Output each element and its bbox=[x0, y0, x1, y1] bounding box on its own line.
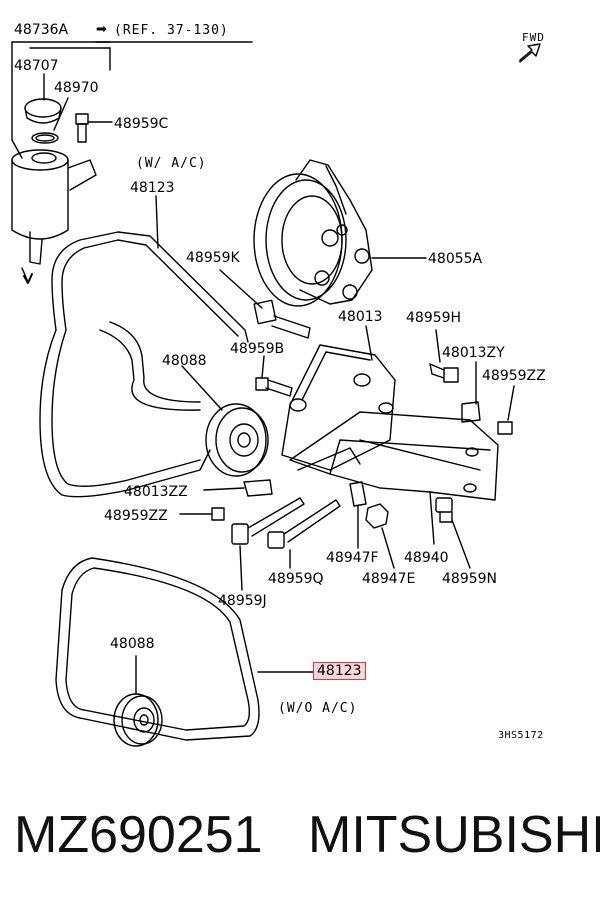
label-48970: 48970 bbox=[54, 80, 99, 96]
label-48947F: 48947F bbox=[326, 550, 379, 566]
label-48123-top: 48123 bbox=[130, 180, 175, 196]
bolt-48959ZZ-left bbox=[179, 507, 225, 521]
brand-name: MITSUBISHI bbox=[308, 806, 600, 864]
bolt-48959N bbox=[435, 497, 471, 569]
bracket-48013 bbox=[281, 325, 396, 471]
idler-pulley-lower bbox=[113, 655, 163, 747]
label-with-ac: (W/ A/C) bbox=[136, 156, 207, 171]
parts-diagram bbox=[11, 41, 541, 747]
belt-without-ac bbox=[55, 557, 317, 741]
label-without-ac: (W/O A/C) bbox=[278, 701, 358, 716]
label-48947E: 48947E bbox=[362, 571, 416, 587]
bracket-48013ZZ bbox=[203, 479, 273, 497]
fwd-arrow-icon bbox=[519, 43, 541, 63]
label-48959C: 48959C bbox=[114, 116, 169, 132]
label-48736A: 48736A bbox=[14, 22, 69, 38]
drawing-code: 3HS5172 bbox=[498, 730, 544, 741]
label-fwd: FWD bbox=[522, 31, 545, 44]
label-48088-bottom: 48088 bbox=[110, 636, 155, 652]
bolt-48959K bbox=[219, 269, 311, 339]
power-steering-pump bbox=[253, 159, 427, 307]
o-ring bbox=[31, 97, 69, 144]
label-48959K: 48959K bbox=[186, 250, 240, 266]
label-48959Q: 48959Q bbox=[268, 571, 324, 587]
bracket-48940 bbox=[289, 411, 499, 545]
label-48013ZY: 48013ZY bbox=[442, 345, 505, 361]
part-number: MZ690251 bbox=[14, 806, 263, 864]
label-48088-top: 48088 bbox=[162, 353, 207, 369]
label-48959B: 48959B bbox=[230, 341, 285, 357]
label-48959N: 48959N bbox=[442, 571, 498, 587]
label-48959H: 48959H bbox=[406, 310, 462, 326]
bolt-48959ZZ-right bbox=[497, 385, 515, 435]
belt-with-ac bbox=[39, 195, 249, 498]
label-48013: 48013 bbox=[338, 309, 383, 325]
label-48959ZZ-right: 48959ZZ bbox=[482, 368, 546, 384]
nut-48947E bbox=[365, 503, 395, 569]
footer-caption: MZ690251 MITSUBISHI bbox=[0, 800, 600, 870]
label-48940: 48940 bbox=[404, 550, 449, 566]
label-48959ZZ-left: 48959ZZ bbox=[104, 508, 168, 524]
bracket-48947F bbox=[349, 481, 367, 549]
label-48959J: 48959J bbox=[218, 593, 267, 609]
bolt-48959B bbox=[255, 355, 293, 397]
label-48123-highlighted[interactable]: 48123 bbox=[313, 662, 366, 680]
label-48707: 48707 bbox=[14, 58, 59, 74]
label-48013ZZ: 48013ZZ bbox=[124, 484, 188, 500]
idler-pulley-upper bbox=[181, 365, 269, 477]
ref-arrow-icon: ➡ bbox=[96, 22, 107, 37]
bolt-48959J bbox=[231, 497, 305, 591]
bolt-48959Q bbox=[267, 499, 341, 569]
reservoir bbox=[11, 149, 97, 284]
leader-48736A bbox=[11, 41, 253, 159]
label-ref: (REF. 37-130) bbox=[114, 23, 229, 38]
bolt-48959H bbox=[429, 329, 459, 383]
bracket-48013ZY bbox=[461, 361, 481, 423]
label-48055A: 48055A bbox=[428, 251, 483, 267]
bolt-48959C bbox=[75, 113, 113, 143]
